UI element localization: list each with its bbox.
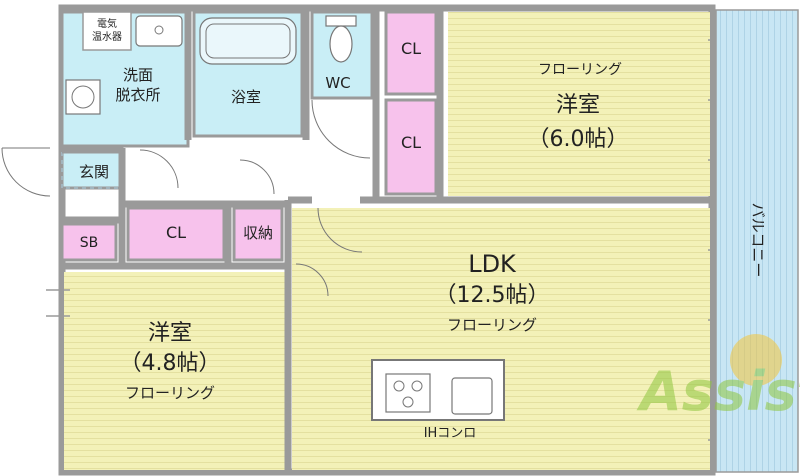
washbasin	[135, 15, 183, 47]
interior-walls	[62, 8, 712, 472]
watermark-sun	[730, 334, 782, 386]
western-room-2-floor-label: フローリング	[125, 384, 215, 402]
ldk-size: （12.5帖）	[435, 283, 550, 308]
storage-area	[232, 206, 284, 262]
burner-2	[411, 380, 423, 392]
burner-1	[393, 380, 405, 392]
kitchen-sink	[451, 377, 493, 415]
western-room-1-floor	[448, 12, 710, 196]
watermark: Assist	[636, 334, 800, 423]
watermark-text: Assist	[636, 360, 800, 423]
water-heater-label: 電気温水器	[92, 17, 122, 43]
bathtub	[199, 17, 297, 65]
western-room-1-name: 洋室	[556, 93, 600, 118]
ih-stove	[385, 373, 431, 413]
bath-label: 浴室	[231, 88, 261, 106]
toilet-bowl	[329, 25, 353, 63]
balcony-label: バルコニー	[749, 203, 767, 278]
ldk-floor	[292, 208, 710, 470]
washbasin-drain	[154, 25, 164, 35]
washing-machine	[65, 79, 101, 115]
shoe-box-label: SB	[80, 235, 99, 251]
western-room-1-size: （6.0帖）	[528, 127, 629, 152]
western-room-1-floor-label: フローリング	[538, 62, 622, 78]
bathtub-inner	[205, 23, 291, 59]
closet-upper-label: CL	[401, 39, 421, 58]
wc-label: WC	[325, 74, 350, 92]
western-room-2-name: 洋室	[148, 321, 192, 346]
entrance-label: 玄関	[79, 163, 109, 181]
water-heater-box	[82, 11, 132, 51]
closet-lower-label: CL	[401, 133, 421, 152]
windows	[46, 39, 716, 441]
western-room-2-floor	[64, 272, 286, 470]
shoe-box	[60, 222, 118, 262]
washing-machine-drum	[71, 85, 95, 109]
closet-lower	[384, 98, 438, 196]
closet-main-label: CL	[166, 223, 186, 242]
storage-label: 収納	[243, 224, 273, 242]
kitchen-label: IHコンロ	[424, 426, 477, 441]
door-swings	[1, 99, 371, 297]
toilet-tank	[325, 15, 357, 27]
closet-upper	[384, 10, 438, 96]
balcony-area	[715, 9, 799, 473]
washroom-label: 洗面脱衣所	[115, 66, 160, 104]
ldk-name: LDK	[468, 250, 517, 278]
closet-main	[126, 206, 226, 262]
ldk-floor-label: フローリング	[447, 316, 537, 334]
burner-3	[402, 396, 414, 408]
western-room-2-size: （4.8帖）	[120, 351, 221, 376]
